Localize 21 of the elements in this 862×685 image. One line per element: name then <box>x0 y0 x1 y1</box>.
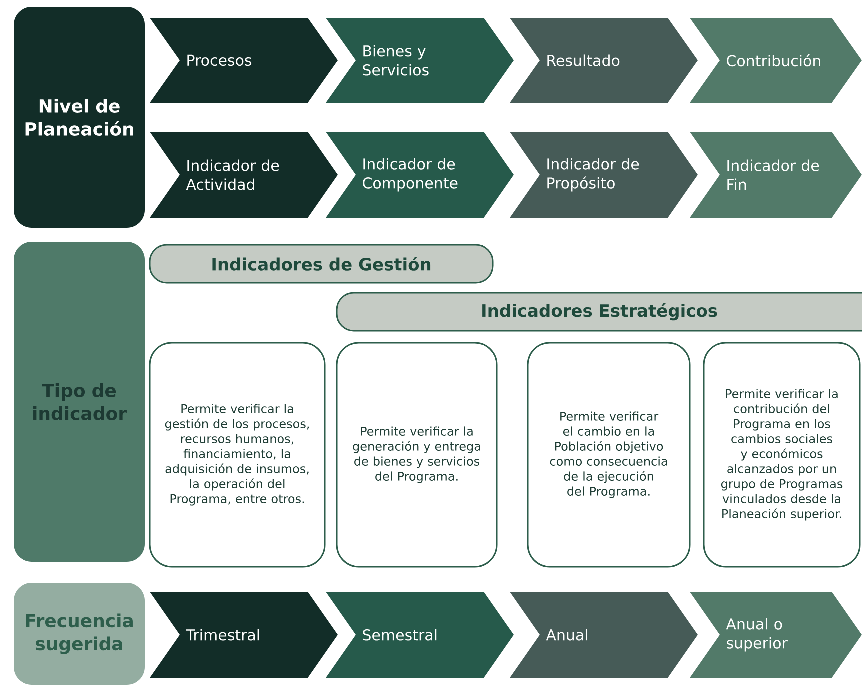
chevron-step: Resultado <box>510 18 698 103</box>
chevron-step: Indicador de Fin <box>690 132 862 218</box>
row-header: Frecuencia sugerida <box>14 583 145 685</box>
chevron-step: Indicador de Actividad <box>150 132 338 218</box>
description-box: Permite verificar la contribución del Programa en los cambios sociales y económicos alcanzados por un grupo de Programas vinculados desde la Planeación superior. <box>703 342 861 568</box>
chevron-step: Anual o superior <box>690 592 862 678</box>
chevron-step: Contribución <box>690 18 862 103</box>
description-box: Permite verificar la generación y entrega de bienes y servicios del Programa. <box>336 342 498 568</box>
description-box: Permite verificar la gestión de los procesos, recursos humanos, financiamiento, la adquisición de insumos, la operación del Programa, entre otros. <box>149 342 326 568</box>
chevron-step: Procesos <box>150 18 338 103</box>
category-bar: Indicadores de Gestión <box>149 244 494 284</box>
category-bar: Indicadores Estratégicos <box>336 292 862 332</box>
chevron-step: Bienes y Servicios <box>326 18 514 103</box>
chevron-step: Indicador de Componente <box>326 132 514 218</box>
row-header: Tipo de indicador <box>14 242 145 562</box>
row-header: Nivel de Planeación <box>14 7 145 228</box>
description-box: Permite verificar el cambio en la Población objetivo como consecuencia de la ejecución del Programa. <box>527 342 691 568</box>
chevron-step: Trimestral <box>150 592 338 678</box>
chevron-step: Indicador de Propósito <box>510 132 698 218</box>
chevron-step: Semestral <box>326 592 514 678</box>
chevron-step: Anual <box>510 592 698 678</box>
